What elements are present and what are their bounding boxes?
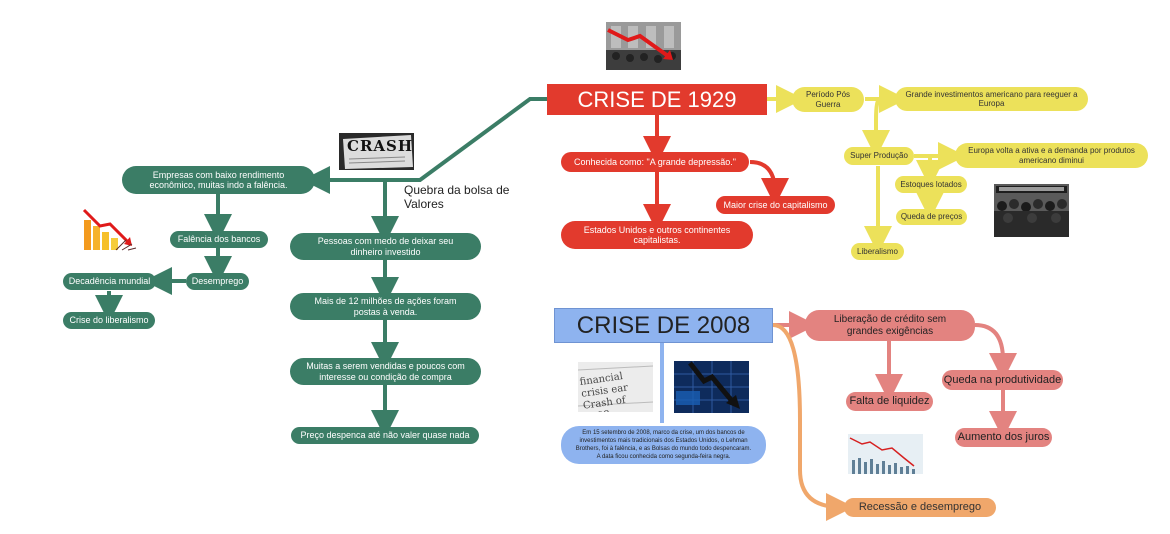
crise-1929-title[interactable]: CRISE DE 1929 [547,84,767,115]
node-super-producao[interactable]: Super Produção [844,147,914,165]
node-liberacao-credito[interactable]: Liberação de crédito sem grandes exigênc… [805,310,975,341]
node-grande-investimento[interactable]: Grande investimentos americano para reeg… [895,87,1088,111]
label-quebra-bolsa[interactable]: Quebra da bolsa de Valores [404,183,510,212]
node-estados-unidos[interactable]: Estados Unidos e outros continentes capi… [561,221,753,249]
node-maior-crise[interactable]: Maior crise do capitalismo [716,196,835,214]
edge-known-maior [749,160,789,206]
node-queda-produtividade[interactable]: Queda na produtividade [942,370,1063,390]
node-known-as[interactable]: Conhecida como: "A grande depressão." [561,152,749,172]
edge-periodo-superproducao [862,97,890,158]
node-preco-despenca[interactable]: Preço despenca até não valer quase nada [291,427,479,444]
node-descricao-2008[interactable]: Em 15 setembro de 2008, marco da crise, … [561,426,766,464]
stock-crash-photo [606,22,681,70]
node-estoques-lotados[interactable]: Estoques lotados [895,176,967,193]
downtrend-chart-photo [848,434,923,474]
node-desemprego[interactable]: Desemprego [186,273,249,290]
crash-newspaper-photo: CRASH! [339,133,414,170]
node-muitas-vendidas[interactable]: Muitas a serem vendidas e poucos com int… [290,358,481,385]
crash-headline-text: CRASH! [347,137,414,155]
node-pessoas-medo[interactable]: Pessoas com medo de deixar seu dinheiro … [290,233,481,260]
crowd-1929-photo [994,184,1069,237]
node-falta-liquidez[interactable]: Falta de liquidez [846,392,933,411]
node-crise-liberalismo[interactable]: Crise do liberalismo [63,312,155,329]
node-queda-precos[interactable]: Queda de preços [896,209,967,225]
node-europa-volta[interactable]: Europa volta a ativa e a demanda por pro… [955,143,1148,168]
financial-crisis-newspaper-photo: financial crisis ear Crash of 2008 [578,362,653,412]
node-aumento-juros[interactable]: Aumento dos juros [955,428,1052,447]
node-decadencia-mundial[interactable]: Decadência mundial [63,273,156,290]
node-liberalismo[interactable]: Liberalismo [851,243,904,260]
edge-crise2008-recessao [772,323,854,521]
node-empresas-baixo-rendimento[interactable]: Empresas com baixo rendimento econômico,… [122,166,315,194]
node-mais-12-milhoes[interactable]: Mais de 12 milhões de ações foram postas… [290,293,481,320]
node-falencia-bancos[interactable]: Falência dos bancos [170,231,268,248]
edge-crise1929-quebra [385,97,547,182]
node-periodo-pos-guerra[interactable]: Período Pós Guerra [792,87,864,112]
falling-bar-chart-photo [70,206,145,256]
edge-liberacao-queda [974,323,1017,381]
crise-2008-title[interactable]: CRISE DE 2008 [554,308,773,343]
node-recessao-desemprego[interactable]: Recessão e desemprego [844,498,996,517]
falling-stock-arrow-photo [674,361,749,413]
